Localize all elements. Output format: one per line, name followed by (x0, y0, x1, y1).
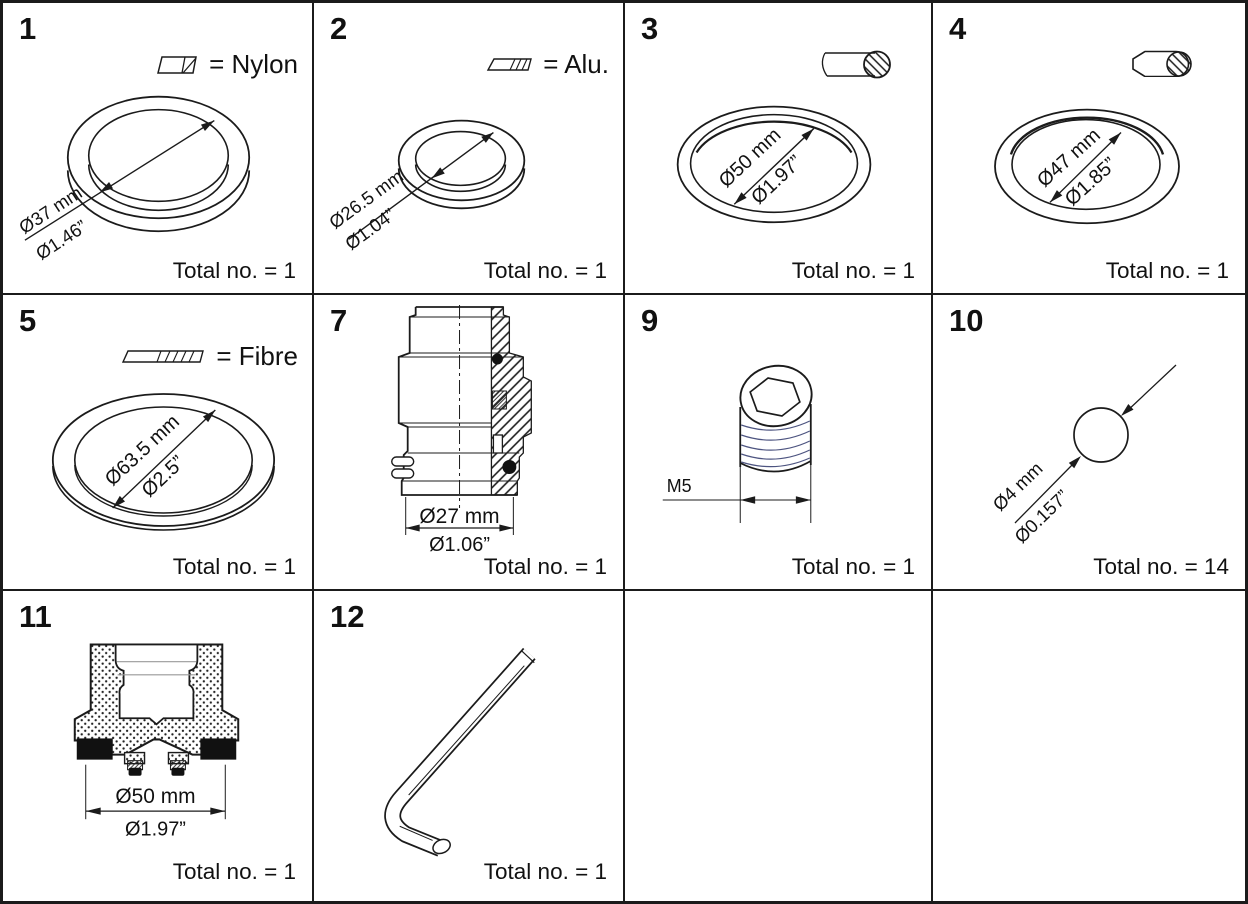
ring-gasket-drawing: Ø37 mm Ø1.46” (15, 95, 251, 264)
part-number: 4 (949, 11, 967, 46)
material-legend: = Alu. (486, 49, 609, 80)
valve-seat-drawing: Ø50 mm Ø1.97” (73, 643, 240, 840)
ring-gasket-drawing: Ø26.5 mm Ø1.04” (325, 119, 526, 254)
total-count: Total no. = 14 (1093, 554, 1229, 579)
total-count: Total no. = 1 (172, 258, 296, 283)
dim-mm-label: Ø27 mm (419, 505, 499, 528)
part-number: 5 (19, 303, 37, 338)
material-name: = Alu. (543, 49, 609, 79)
material-name: = Fibre (216, 341, 298, 371)
total-count: Total no. = 1 (483, 554, 607, 579)
set-screw-drawing: M5 (662, 364, 813, 523)
oring-drawing: Ø50 mm Ø1.97” (676, 105, 872, 224)
part-cell-3: Ø50 mm Ø1.97” 3 Total no. = 1 (625, 3, 933, 295)
dim-inch-label: Ø1.97” (125, 818, 186, 840)
total-count: Total no. = 1 (1105, 258, 1229, 283)
part-number: 11 (19, 599, 52, 634)
total-count: Total no. = 1 (791, 258, 915, 283)
fibre-section-icon (122, 350, 205, 363)
part-cell-2: Ø26.5 mm Ø1.04” 2 = Alu. Total no. = 1 (314, 3, 625, 295)
part-cell-4: Ø47 mm Ø1.85” 4 Total no. = 1 (933, 3, 1245, 295)
part-number: 12 (330, 599, 365, 634)
part-cell-12: 12 Total no. = 1 (314, 591, 625, 901)
empty-cell-1 (625, 591, 933, 901)
total-count: Total no. = 1 (791, 554, 915, 579)
gasket-ring-drawing: Ø47 mm Ø1.85” (994, 108, 1180, 225)
part-cell-7: Ø27 mm Ø1.06” 7 Total no. = 1 (314, 295, 625, 591)
empty-cell-2 (933, 591, 1245, 901)
total-count: Total no. = 1 (172, 859, 296, 884)
nylon-section-icon (157, 55, 198, 74)
part-cell-1: Ø37 mm Ø1.46” 1 = Nylon Total no. = 1 (3, 3, 314, 295)
part-cell-10: Ø4 mm Ø0.157” 10 Total no. = 14 (933, 295, 1245, 591)
total-count: Total no. = 1 (483, 859, 607, 884)
part-cell-9: M5 9 Total no. = 1 (625, 295, 933, 591)
total-count: Total no. = 1 (172, 554, 296, 579)
dim-inch-label: Ø1.06” (429, 534, 490, 556)
allen-key-drawing (384, 647, 536, 857)
part-number: 3 (641, 11, 659, 46)
part-number: 10 (949, 303, 984, 338)
part-cell-11: Ø50 mm Ø1.97” 11 Total no. = 1 (3, 591, 314, 901)
lip-seal-section-icon (1129, 49, 1195, 82)
thread-size-label: M5 (667, 476, 692, 496)
material-legend: = Fibre (121, 341, 298, 372)
packing-gland-drawing: Ø27 mm Ø1.06” (391, 305, 532, 556)
material-name: = Nylon (209, 49, 298, 79)
part-cell-5: Ø63.5 mm Ø2.5” 5 = Fibre Total no. = 1 (3, 295, 314, 591)
ball-drawing: Ø4 mm Ø0.157” (988, 364, 1177, 547)
dim-mm-label: Ø50 mm (115, 785, 195, 808)
total-count: Total no. = 1 (483, 258, 607, 283)
part-number: 2 (330, 11, 348, 46)
part-number: 1 (19, 11, 37, 46)
part-number: 9 (641, 303, 659, 338)
material-legend: = Nylon (156, 49, 298, 80)
part-number: 7 (330, 303, 348, 338)
oring-section-icon (817, 49, 895, 84)
ring-gasket-drawing: Ø63.5 mm Ø2.5” (51, 393, 276, 531)
alu-section-icon (487, 58, 533, 71)
